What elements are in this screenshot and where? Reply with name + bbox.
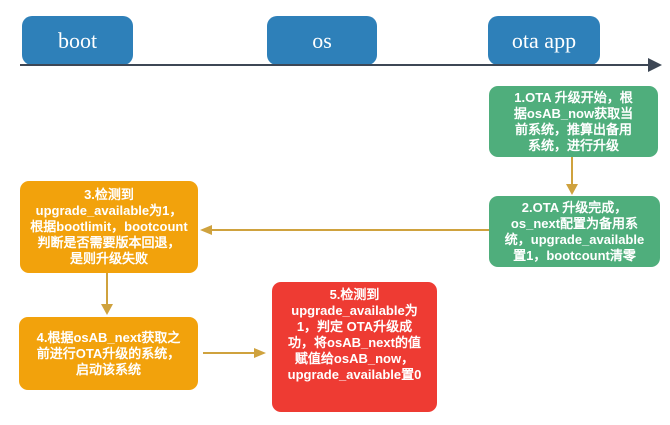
step-5-box: 5.检测到 upgrade_available为 1，判定 OTA升级成 功，将… bbox=[272, 282, 437, 412]
timeline-axis-line bbox=[20, 64, 650, 66]
connector-step3-step4-line bbox=[106, 273, 108, 305]
connector-step2-step3-arrowhead-icon bbox=[200, 225, 212, 235]
lane-label-boot: boot bbox=[57, 27, 98, 53]
connector-step1-step2-arrowhead-icon bbox=[566, 184, 578, 195]
step-2-box: 2.OTA 升级完成， os_next配置为备用系 统，upgrade_avai… bbox=[489, 196, 660, 267]
step-3-text: 3.检测到 upgrade_available为1， 根据bootlimit，b… bbox=[30, 187, 188, 266]
lane-box-boot: boot bbox=[22, 16, 133, 65]
connector-step4-step5-arrowhead-icon bbox=[254, 348, 266, 358]
timeline-arrowhead-icon bbox=[648, 58, 662, 72]
step-3-box: 3.检测到 upgrade_available为1， 根据bootlimit，b… bbox=[20, 181, 198, 273]
lane-box-ota-app: ota app bbox=[488, 16, 600, 65]
step-1-text: 1.OTA 升级开始，根 据osAB_now获取当 前系统，推算出备用 系统，进… bbox=[513, 89, 634, 153]
connector-step1-step2-line bbox=[571, 157, 573, 185]
connector-step4-step5-line bbox=[203, 352, 255, 354]
step-1-box: 1.OTA 升级开始，根 据osAB_now获取当 前系统，推算出备用 系统，进… bbox=[489, 86, 658, 157]
step-4-text: 4.根据osAB_next获取之 前进行OTA升级的系统， 启动该系统 bbox=[36, 329, 181, 377]
connector-step2-step3-line bbox=[211, 229, 489, 231]
lane-label-os: os bbox=[312, 27, 332, 53]
step-5-text: 5.检测到 upgrade_available为 1，判定 OTA升级成 功，将… bbox=[287, 287, 422, 382]
lane-box-os: os bbox=[267, 16, 377, 65]
step-2-text: 2.OTA 升级完成， os_next配置为备用系 统，upgrade_avai… bbox=[504, 199, 645, 263]
connector-step3-step4-arrowhead-icon bbox=[101, 304, 113, 315]
lane-label-ota-app: ota app bbox=[511, 27, 577, 53]
step-4-box: 4.根据osAB_next获取之 前进行OTA升级的系统， 启动该系统 bbox=[19, 317, 198, 390]
